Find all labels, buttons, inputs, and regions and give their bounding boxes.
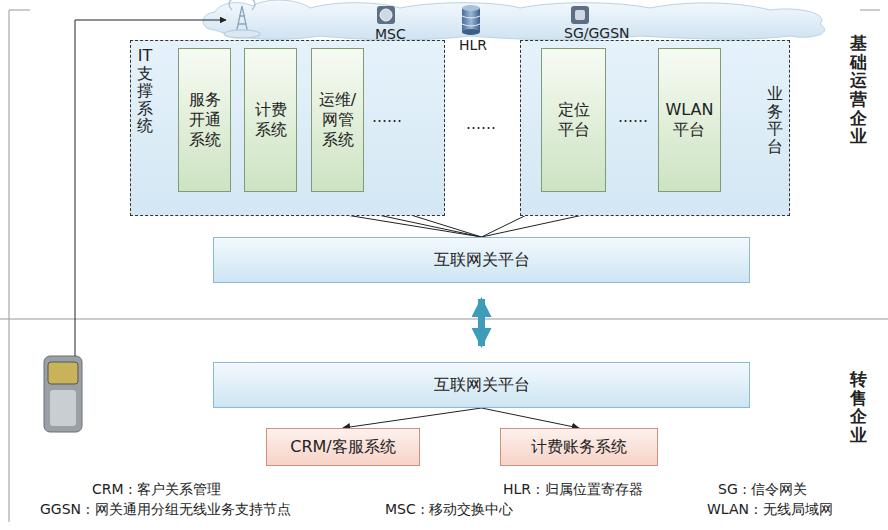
- dashed-region: 业务平台 定位平台 WLAN平台: [520, 40, 790, 216]
- divider-line: [0, 319, 888, 320]
- text-label: HLR: [459, 37, 487, 53]
- node-label: 互联网关平台: [434, 375, 530, 395]
- billing-box: 计费账务系统: [500, 428, 658, 466]
- node-label: WLAN平台: [662, 100, 716, 140]
- gateway-box: 互联网关平台: [213, 237, 750, 283]
- connector-arrow: [343, 408, 482, 428]
- base-station-tower: [224, 0, 260, 38]
- node-label: CRM/客服系统: [290, 437, 395, 457]
- system-box: 服务开通系统: [178, 48, 231, 192]
- text-label: WLAN : 无线局域网: [707, 501, 833, 519]
- text-label: MSC : 移动交换中心: [385, 501, 513, 519]
- platform-box: WLAN平台: [658, 48, 721, 192]
- node-label: 互联网关平台: [434, 250, 530, 270]
- frame-line: [860, 10, 880, 11]
- region-title: 业务平台: [767, 85, 783, 155]
- text-label: SG/GGSN: [564, 25, 630, 41]
- system-box: 计费系统: [244, 48, 297, 192]
- double-arrow: [478, 299, 485, 346]
- node-label: 计费账务系统: [531, 437, 627, 457]
- sg-ggsn-icon: [571, 6, 589, 24]
- text-label: ……: [372, 108, 402, 126]
- section-label: 基础运营企业: [850, 34, 867, 146]
- dashed-region: IT支撑系统 服务开通系统计费系统运维/网管系统: [130, 40, 445, 216]
- node-label: 计费系统: [250, 100, 292, 140]
- system-box: 运维/网管系统: [311, 48, 364, 192]
- text-label: GGSN : 网关通用分组无线业务支持节点: [40, 501, 291, 519]
- text-label: CRM : 客户关系管理: [92, 481, 221, 499]
- crm-box: CRM/客服系统: [266, 428, 420, 466]
- text-label: ……: [466, 115, 496, 133]
- text-label: HLR : 归属位置寄存器: [503, 481, 643, 499]
- text-label: MSC: [375, 26, 406, 42]
- node-label: 服务开通系统: [184, 90, 226, 150]
- frame-line: [9, 10, 30, 522]
- region-title: IT支撑系统: [137, 47, 153, 135]
- node-label: 运维/网管系统: [317, 90, 359, 150]
- text-label: SG : 信令网关: [718, 481, 807, 499]
- section-label: 转售企业: [850, 370, 867, 445]
- platform-box: 定位平台: [541, 48, 606, 192]
- text-label: ……: [618, 108, 648, 126]
- network-cloud: [203, 0, 825, 40]
- hlr-database-icon: [462, 5, 480, 35]
- msc-icon: [377, 6, 395, 24]
- node-label: 定位平台: [553, 100, 595, 140]
- connector-arrow: [482, 408, 580, 428]
- gateway-box: 互联网关平台: [213, 362, 750, 408]
- mobile-phone: [44, 356, 82, 432]
